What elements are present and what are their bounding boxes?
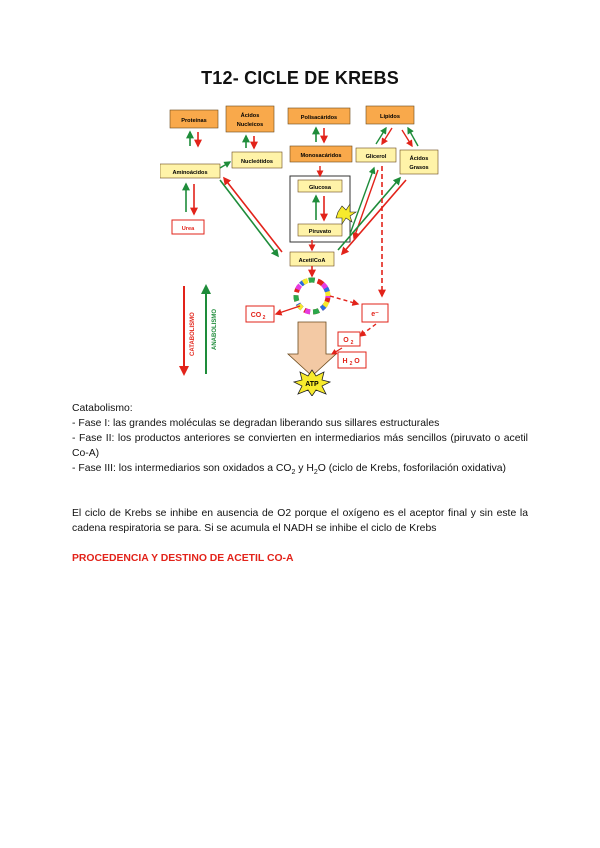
svg-text:H: H: [342, 358, 347, 365]
box-electron: e⁻: [362, 304, 388, 322]
section-heading: PROCEDENCIA Y DESTINO DE ACETIL CO-A: [72, 553, 294, 564]
svg-text:Ácidos: Ácidos: [241, 112, 260, 119]
box-glicerol: Glicerol: [356, 148, 396, 162]
box-piruvato: Piruvato: [298, 224, 342, 236]
box-nucleotidos: Nucleótidos: [232, 152, 282, 168]
inhibition-paragraph: El ciclo de Krebs se inhibe en ausencia …: [72, 506, 528, 536]
box-acidos-grasos: Ácidos Grasos: [400, 150, 438, 174]
box-urea: Urea: [172, 220, 204, 234]
page-title: T12- CICLE DE KREBS: [0, 68, 600, 89]
box-lipidos: Lípidos: [366, 106, 414, 124]
svg-text:2: 2: [263, 315, 266, 321]
svg-text:e⁻: e⁻: [371, 311, 379, 318]
label-anabolismo: ANABOLISMO: [212, 309, 218, 350]
intro-line: Catabolismo:: [72, 401, 528, 416]
krebs-diagram: Proteínas Ácidos Nucleicos Polisacáridos…: [160, 100, 440, 396]
svg-text:O: O: [343, 337, 349, 344]
box-co2: CO 2: [246, 306, 274, 322]
label-catabolismo: CATABOLISMO: [190, 312, 196, 356]
fase-2: - Fase II: los productos anteriores se c…: [72, 431, 528, 461]
fase-1: - Fase I: las grandes moléculas se degra…: [72, 416, 528, 431]
svg-text:ATP: ATP: [305, 381, 319, 388]
box-acetilcoa: AcetilCoA: [290, 252, 334, 266]
svg-text:O: O: [354, 358, 360, 365]
svg-text:Lípidos: Lípidos: [380, 114, 400, 120]
svg-text:Piruvato: Piruvato: [309, 229, 332, 235]
svg-text:Nucleótidos: Nucleótidos: [241, 159, 273, 165]
big-arrow: [288, 322, 336, 376]
svg-text:Glucosa: Glucosa: [309, 185, 332, 191]
catabolism-text: Catabolismo: - Fase I: las grandes moléc…: [72, 401, 528, 480]
svg-text:AcetilCoA: AcetilCoA: [299, 258, 326, 264]
box-acidos-nucleicos: Ácidos Nucleicos: [226, 106, 274, 132]
svg-text:Nucleicos: Nucleicos: [237, 122, 263, 128]
box-monosacaridos: Monosacáridos: [290, 146, 352, 162]
svg-text:Glicerol: Glicerol: [366, 154, 387, 160]
krebs-wheel: [296, 280, 328, 312]
box-h2o: H 2 O: [338, 352, 366, 368]
svg-text:2: 2: [351, 340, 354, 346]
svg-text:2: 2: [350, 361, 353, 367]
svg-text:Polisacáridos: Polisacáridos: [301, 115, 337, 121]
fase-3: - Fase III: los intermediarios son oxida…: [72, 461, 528, 480]
atp-star: ATP: [294, 370, 330, 396]
svg-text:Aminoácidos: Aminoácidos: [172, 170, 207, 176]
svg-text:Ácidos: Ácidos: [410, 155, 429, 162]
svg-text:Proteínas: Proteínas: [181, 118, 207, 124]
box-aminoacidos: Aminoácidos: [160, 164, 220, 178]
box-polisacaridos: Polisacáridos: [288, 108, 350, 124]
svg-text:CO: CO: [251, 312, 262, 319]
svg-text:Monosacáridos: Monosacáridos: [300, 153, 341, 159]
box-glucosa: Glucosa: [298, 180, 342, 192]
box-o2: O 2: [338, 332, 360, 346]
svg-text:Grasos: Grasos: [409, 165, 428, 171]
svg-text:Urea: Urea: [182, 226, 195, 232]
box-proteinas: Proteínas: [170, 110, 218, 128]
